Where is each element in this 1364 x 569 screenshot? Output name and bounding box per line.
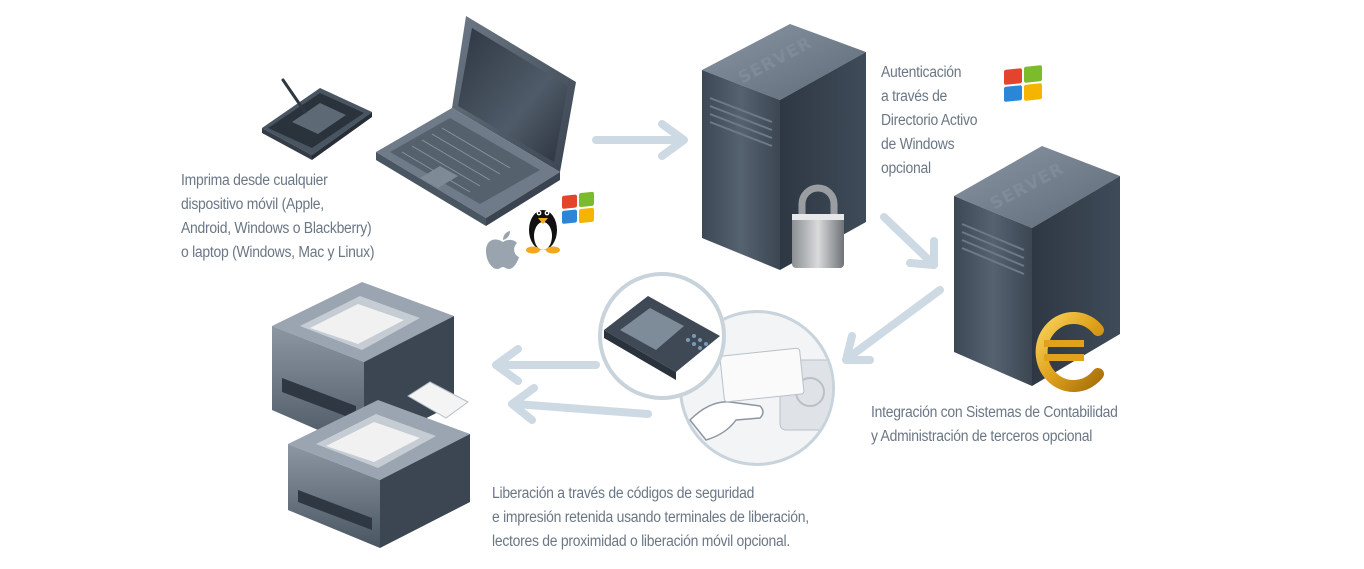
- windows-logo-icon-auth: [1004, 65, 1042, 102]
- caption-accounting-integration: Integración con Sistemas de Contabilidad…: [871, 401, 1118, 449]
- arrow-server-to-accounting: [880, 213, 938, 269]
- caption-authentication: Autenticación a través de Directorio Act…: [881, 61, 977, 181]
- caption-line: Directorio Activo: [881, 112, 978, 129]
- release-terminal-illustration: [598, 272, 835, 466]
- printer-icon-top: [272, 282, 454, 450]
- arrow-laptop-to-server: [592, 120, 688, 160]
- caption-line: y Administración de terceros opcional: [871, 428, 1093, 445]
- linux-penguin-icon: [526, 210, 560, 254]
- apple-icon: [486, 231, 519, 269]
- mobile-device-icon: [262, 78, 372, 160]
- caption-line: de Windows: [881, 136, 955, 153]
- caption-line: Liberación a través de códigos de seguri…: [492, 485, 755, 502]
- caption-secure-release: Liberación a través de códigos de seguri…: [492, 482, 809, 554]
- caption-line: a través de: [881, 88, 948, 105]
- caption-line: opcional: [881, 160, 931, 177]
- printer-icon-bottom: [288, 381, 470, 548]
- caption-line: o laptop (Windows, Mac y Linux): [181, 244, 375, 261]
- arrow-release-to-printer-top: [492, 345, 600, 385]
- windows-logo-icon: [562, 191, 594, 224]
- padlock-icon: [792, 184, 844, 268]
- caption-line: e impresión retenida usando terminales d…: [492, 509, 809, 526]
- caption-line: lectores de proximidad o liberación móvi…: [492, 533, 790, 550]
- caption-line: Android, Windows o Blackberry): [181, 220, 372, 237]
- caption-line: dispositivo móvil (Apple,: [181, 196, 324, 213]
- caption-line: Imprima desde cualquier: [181, 172, 328, 189]
- laptop-icon: [376, 16, 576, 226]
- euro-symbol-icon: [1035, 312, 1104, 392]
- arrow-release-to-printer-bottom: [508, 384, 652, 424]
- caption-line: Autenticación: [881, 64, 962, 81]
- caption-print-from-any-device: Imprima desde cualquier dispositivo móvi…: [181, 169, 374, 265]
- arrow-accounting-to-release: [842, 286, 944, 364]
- caption-line: Integración con Sistemas de Contabilidad: [871, 404, 1118, 421]
